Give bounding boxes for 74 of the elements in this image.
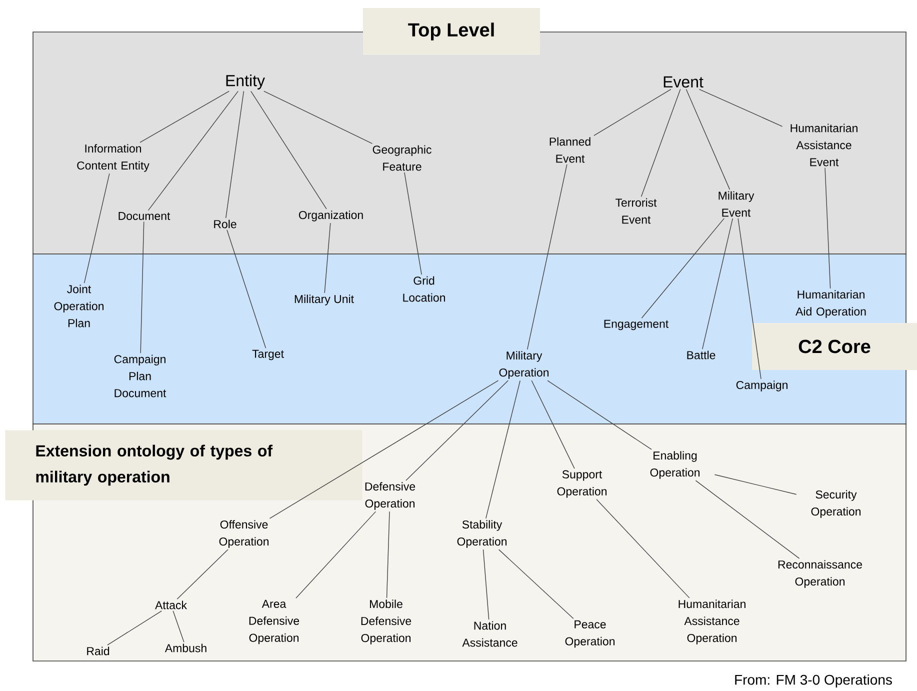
term-label: Defensive Operation <box>365 482 416 510</box>
term-label: Information Content Entity <box>77 144 150 172</box>
connector-line <box>264 90 373 144</box>
term-label: Support Operation <box>557 470 606 498</box>
term-label: Raid <box>87 646 110 656</box>
connector-line <box>531 380 575 469</box>
term-label: Grid Location <box>403 276 445 302</box>
connector-line <box>594 88 672 136</box>
term-label: Planned Event <box>550 137 590 163</box>
term-label: Campaign <box>736 380 788 392</box>
connector-line <box>296 511 376 598</box>
connector-line <box>486 380 520 519</box>
connector-line <box>226 90 244 218</box>
connector-line <box>148 90 238 211</box>
term-label: Joint Operation Plan <box>54 284 104 328</box>
connector-line <box>386 511 390 598</box>
connector-line <box>702 218 734 350</box>
term-label: Ambush <box>164 644 206 652</box>
term-label: Military Operation <box>499 351 548 379</box>
term-label: Geographic Feature <box>372 145 432 171</box>
connector-line <box>824 168 831 289</box>
connector-line <box>406 380 508 481</box>
term-label: Nation Assistance <box>462 621 518 647</box>
connector-line <box>172 610 184 642</box>
term-label: Campaign Plan Document <box>114 354 166 398</box>
connector-line <box>404 172 422 275</box>
term-label: Organization <box>298 210 363 222</box>
connector-line <box>698 88 783 127</box>
connector-line <box>107 610 162 646</box>
term-label: Humanitarian Assistance Operation <box>678 600 746 644</box>
term-label: Area Defensive Operation <box>249 600 300 644</box>
connector-line <box>498 549 574 619</box>
term-label: Reconnaissance Operation <box>778 560 862 588</box>
connector-line <box>482 549 490 620</box>
connector-line <box>250 90 327 210</box>
term-label: Peace Operation <box>565 620 614 648</box>
caption: From: FM 3-0 Operations <box>735 674 892 688</box>
band-heading: Extension ontology of types of military operation <box>5 430 362 500</box>
term-label: Military Unit <box>294 294 354 306</box>
term-label: Attack <box>155 600 187 610</box>
term-label: Security Operation <box>811 490 860 518</box>
term-label: Event <box>664 76 704 88</box>
connector-line <box>738 218 762 380</box>
term-label: Entity <box>226 74 265 90</box>
connector-line <box>176 549 228 600</box>
connector-line <box>641 218 724 318</box>
term-label: Humanitarian Assistance Event <box>790 124 858 166</box>
term-label: Humanitarian Aid Operation <box>796 290 866 318</box>
connector-line <box>686 88 730 190</box>
connector-line <box>84 173 110 284</box>
connector-line <box>640 88 681 197</box>
band-heading: Top Level <box>363 8 540 55</box>
connector-line <box>714 474 797 495</box>
term-label: Engagement <box>604 320 669 330</box>
term-label: Role <box>214 220 236 228</box>
term-label: Offensive Operation <box>219 520 268 548</box>
connector-line <box>140 221 144 354</box>
term-label: Battle <box>687 350 716 360</box>
term-label: Military Event <box>718 191 754 217</box>
connector-line <box>269 380 499 519</box>
connector-line <box>596 499 690 598</box>
term-label: Mobile Defensive Operation <box>361 600 412 644</box>
connector-line <box>547 380 652 450</box>
connector-line <box>526 164 568 350</box>
term-label: Stability Operation <box>457 520 506 548</box>
term-label: Target <box>252 350 284 360</box>
connector-line <box>226 230 266 348</box>
term-label: Enabling Operation <box>650 451 700 479</box>
connector-line <box>140 90 230 143</box>
connector-line <box>324 222 331 294</box>
term-label: Document <box>118 212 170 220</box>
band-heading: C2 Core <box>752 323 917 370</box>
connector-line <box>695 480 800 559</box>
term-label: Terrorist Event <box>616 198 657 224</box>
